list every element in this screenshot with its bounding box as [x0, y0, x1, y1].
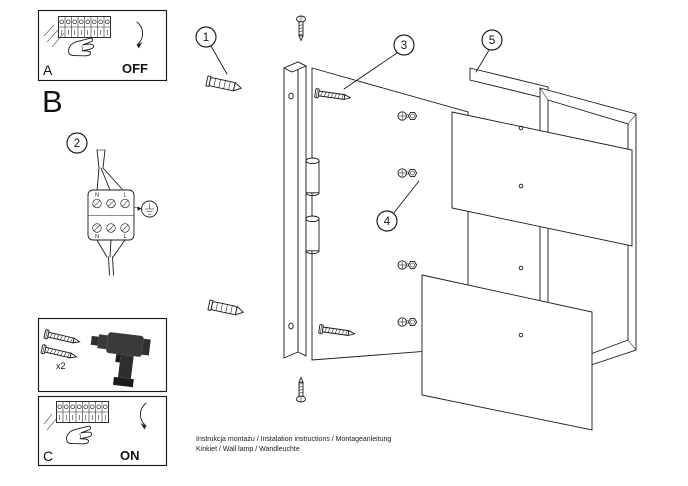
fixing-hole: [518, 125, 524, 131]
bracket-hole-bottom: [288, 322, 294, 330]
leader-line-4: [392, 180, 420, 215]
drill-trigger: [115, 353, 121, 363]
sketch-line: [43, 24, 55, 37]
terminal-label-l-bottom: L: [123, 234, 126, 240]
panel-a-label: A: [43, 62, 53, 78]
wall-anchor-bottom: [207, 299, 245, 318]
wall-bracket-side: [297, 61, 307, 357]
wire: [100, 167, 111, 191]
section-b: B 2 N: [42, 84, 158, 276]
wire: [96, 239, 108, 258]
sketch-line: [46, 417, 58, 431]
drill-icon: [90, 332, 151, 388]
terminal-strip-icon: [56, 401, 109, 423]
leader-line-5: [475, 49, 490, 73]
panel-c-label: C: [43, 448, 53, 464]
fixing-screw-bottom: [296, 377, 306, 403]
drill-panel: x2: [37, 317, 168, 393]
screw-count-label: x2: [56, 361, 66, 371]
leader-line-3: [343, 52, 398, 90]
panel-c: C ON: [37, 395, 168, 467]
callout-5-circle: [481, 29, 503, 51]
earth-pointer-arrow: [137, 206, 142, 211]
fixing-screw-top: [296, 15, 306, 41]
wall-bracket-front: [283, 61, 299, 359]
frame-corner-line: [627, 339, 637, 351]
terminal-label-l-top: L: [123, 193, 126, 199]
fixing-hole: [518, 332, 524, 338]
callout-4-number: 4: [384, 216, 391, 228]
callout-2-circle: [66, 132, 88, 154]
frame-corner-line: [539, 87, 549, 101]
diffuser-panel-bottom: [421, 274, 593, 431]
cable-line: [102, 149, 106, 169]
wall-bracket-top: [282, 61, 308, 73]
callout-3-circle: [393, 34, 415, 56]
wire: [96, 167, 100, 192]
screw-slot: [94, 225, 100, 231]
wiring-diagram: N L N L: [87, 149, 158, 276]
sketch-line: [46, 28, 60, 43]
hinge-knuckle-top: [305, 157, 320, 197]
drill-chuck: [90, 335, 99, 346]
callout-4-circle: [376, 210, 398, 232]
fixing-hole: [518, 265, 524, 271]
callout-1-number: 1: [203, 32, 209, 44]
screw-slot: [122, 200, 128, 207]
callout-5: 5: [481, 29, 503, 51]
mounting-tab: [469, 67, 549, 100]
callout-4: 4: [376, 210, 398, 232]
cable-line: [96, 149, 100, 169]
fixing-hole: [518, 183, 524, 189]
cable-line: [112, 256, 114, 276]
screw-slot: [94, 200, 100, 207]
diffuser-panel-top: [451, 111, 633, 247]
footer-line-2: Kinkiet / Wall lamp / Wandleuchte: [196, 446, 300, 453]
callout-1-circle: [195, 26, 217, 48]
drill-body: [106, 332, 144, 357]
wire: [112, 239, 126, 258]
screw-slot: [108, 225, 114, 231]
drill-nose: [97, 334, 108, 350]
wire: [102, 167, 123, 190]
screw-slot: [122, 225, 128, 231]
panel-a: A OFF: [37, 9, 168, 82]
section-b-label: B: [42, 84, 63, 119]
sketch-line: [51, 32, 65, 48]
terminal-strip-icon: [58, 16, 111, 38]
exploded-view: 1 3 5 4: [195, 15, 637, 431]
off-label: OFF: [122, 61, 148, 76]
terminal-label-n-bottom: N: [95, 234, 99, 240]
on-label: ON: [120, 448, 140, 463]
frame-corner-line: [627, 113, 637, 125]
callout-5-number: 5: [489, 35, 495, 47]
callout-3: 3: [393, 34, 415, 56]
bracket-hole-top: [288, 92, 294, 100]
callout-3-number: 3: [401, 40, 407, 52]
wire: [109, 239, 112, 258]
footer: Instrukcja montażu / Instalation instruc…: [196, 436, 391, 453]
callout-2-number: 2: [74, 138, 80, 150]
terminal-label-n-top: N: [95, 193, 99, 199]
hinge-knuckle-bottom: [305, 215, 320, 255]
callout-1: 1: [195, 26, 217, 48]
sketch-line: [43, 413, 53, 425]
footer-line-1: Instrukcja montażu / Instalation instruc…: [196, 436, 391, 443]
wall-anchor-top: [205, 75, 243, 94]
drill-rear: [141, 338, 151, 356]
drill-handle: [117, 354, 134, 379]
screw-slot: [108, 200, 114, 207]
wall-bracket: [282, 61, 308, 359]
cable-line: [108, 256, 110, 276]
leader-line-1: [210, 45, 228, 75]
callout-2: 2: [66, 132, 88, 154]
drill-battery: [112, 376, 134, 388]
